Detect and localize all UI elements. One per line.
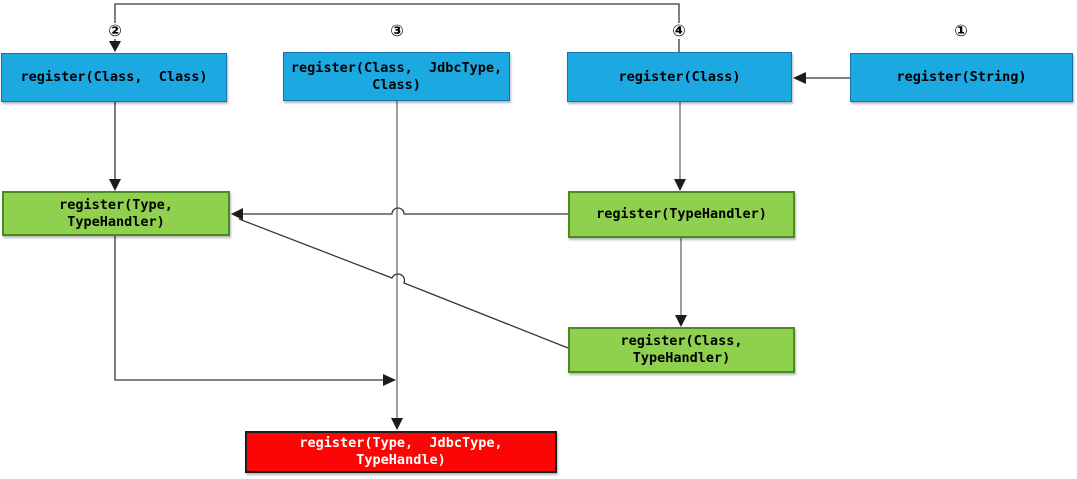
node-register-class-class: register(Class, Class) — [1, 53, 227, 102]
connector-register-typehandler-to-register-type-typehandler — [231, 207, 568, 220]
node-label: register(Class, JdbcType, Class) — [290, 59, 503, 93]
node-label: register(Class) — [618, 68, 741, 85]
node-register-typehandler: register(TypeHandler) — [568, 191, 795, 238]
node-label: register(Class, Class) — [20, 69, 208, 86]
node-register-class-typehandler: register(Class, TypeHandler) — [568, 327, 795, 373]
badge-circled-1: ① — [953, 21, 969, 40]
node-label: register(TypeHandler) — [596, 206, 767, 223]
connector-register-class-typehandler-to-register-type-typehandler — [238, 218, 569, 349]
connector-register-class-to-register-typehandler — [674, 102, 686, 191]
node-label: register(String) — [896, 69, 1027, 86]
connector-register-class-class-to-register-type-typehandler — [109, 102, 121, 191]
connector-register-class-jdbctype-class-to-red — [391, 101, 403, 430]
node-label: register(Type, JdbcType, TypeHandle) — [299, 435, 519, 468]
node-register-type-jdbctype-typehandle: register(Type, JdbcType, TypeHandle) — [245, 431, 557, 473]
node-register-class-jdbctype-class: register(Class, JdbcType, Class) — [283, 52, 510, 101]
node-register-string: register(String) — [850, 53, 1073, 102]
connector-register-type-typehandler-to-red-merge — [114, 236, 396, 386]
node-label: register(Class, TypeHandler) — [620, 333, 759, 366]
connector-register-string-to-register-class — [793, 72, 850, 84]
node-register-class: register(Class) — [567, 52, 792, 102]
badge-circled-2: ② — [107, 21, 123, 40]
badge-circled-4: ④ — [671, 21, 687, 40]
badge-circled-3: ③ — [389, 21, 405, 40]
connector-register-typehandler-to-register-class-typehandler — [675, 238, 687, 327]
node-label: register(Type, TypeHandler) — [59, 196, 190, 230]
node-register-type-typehandler: register(Type, TypeHandler) — [2, 191, 230, 236]
